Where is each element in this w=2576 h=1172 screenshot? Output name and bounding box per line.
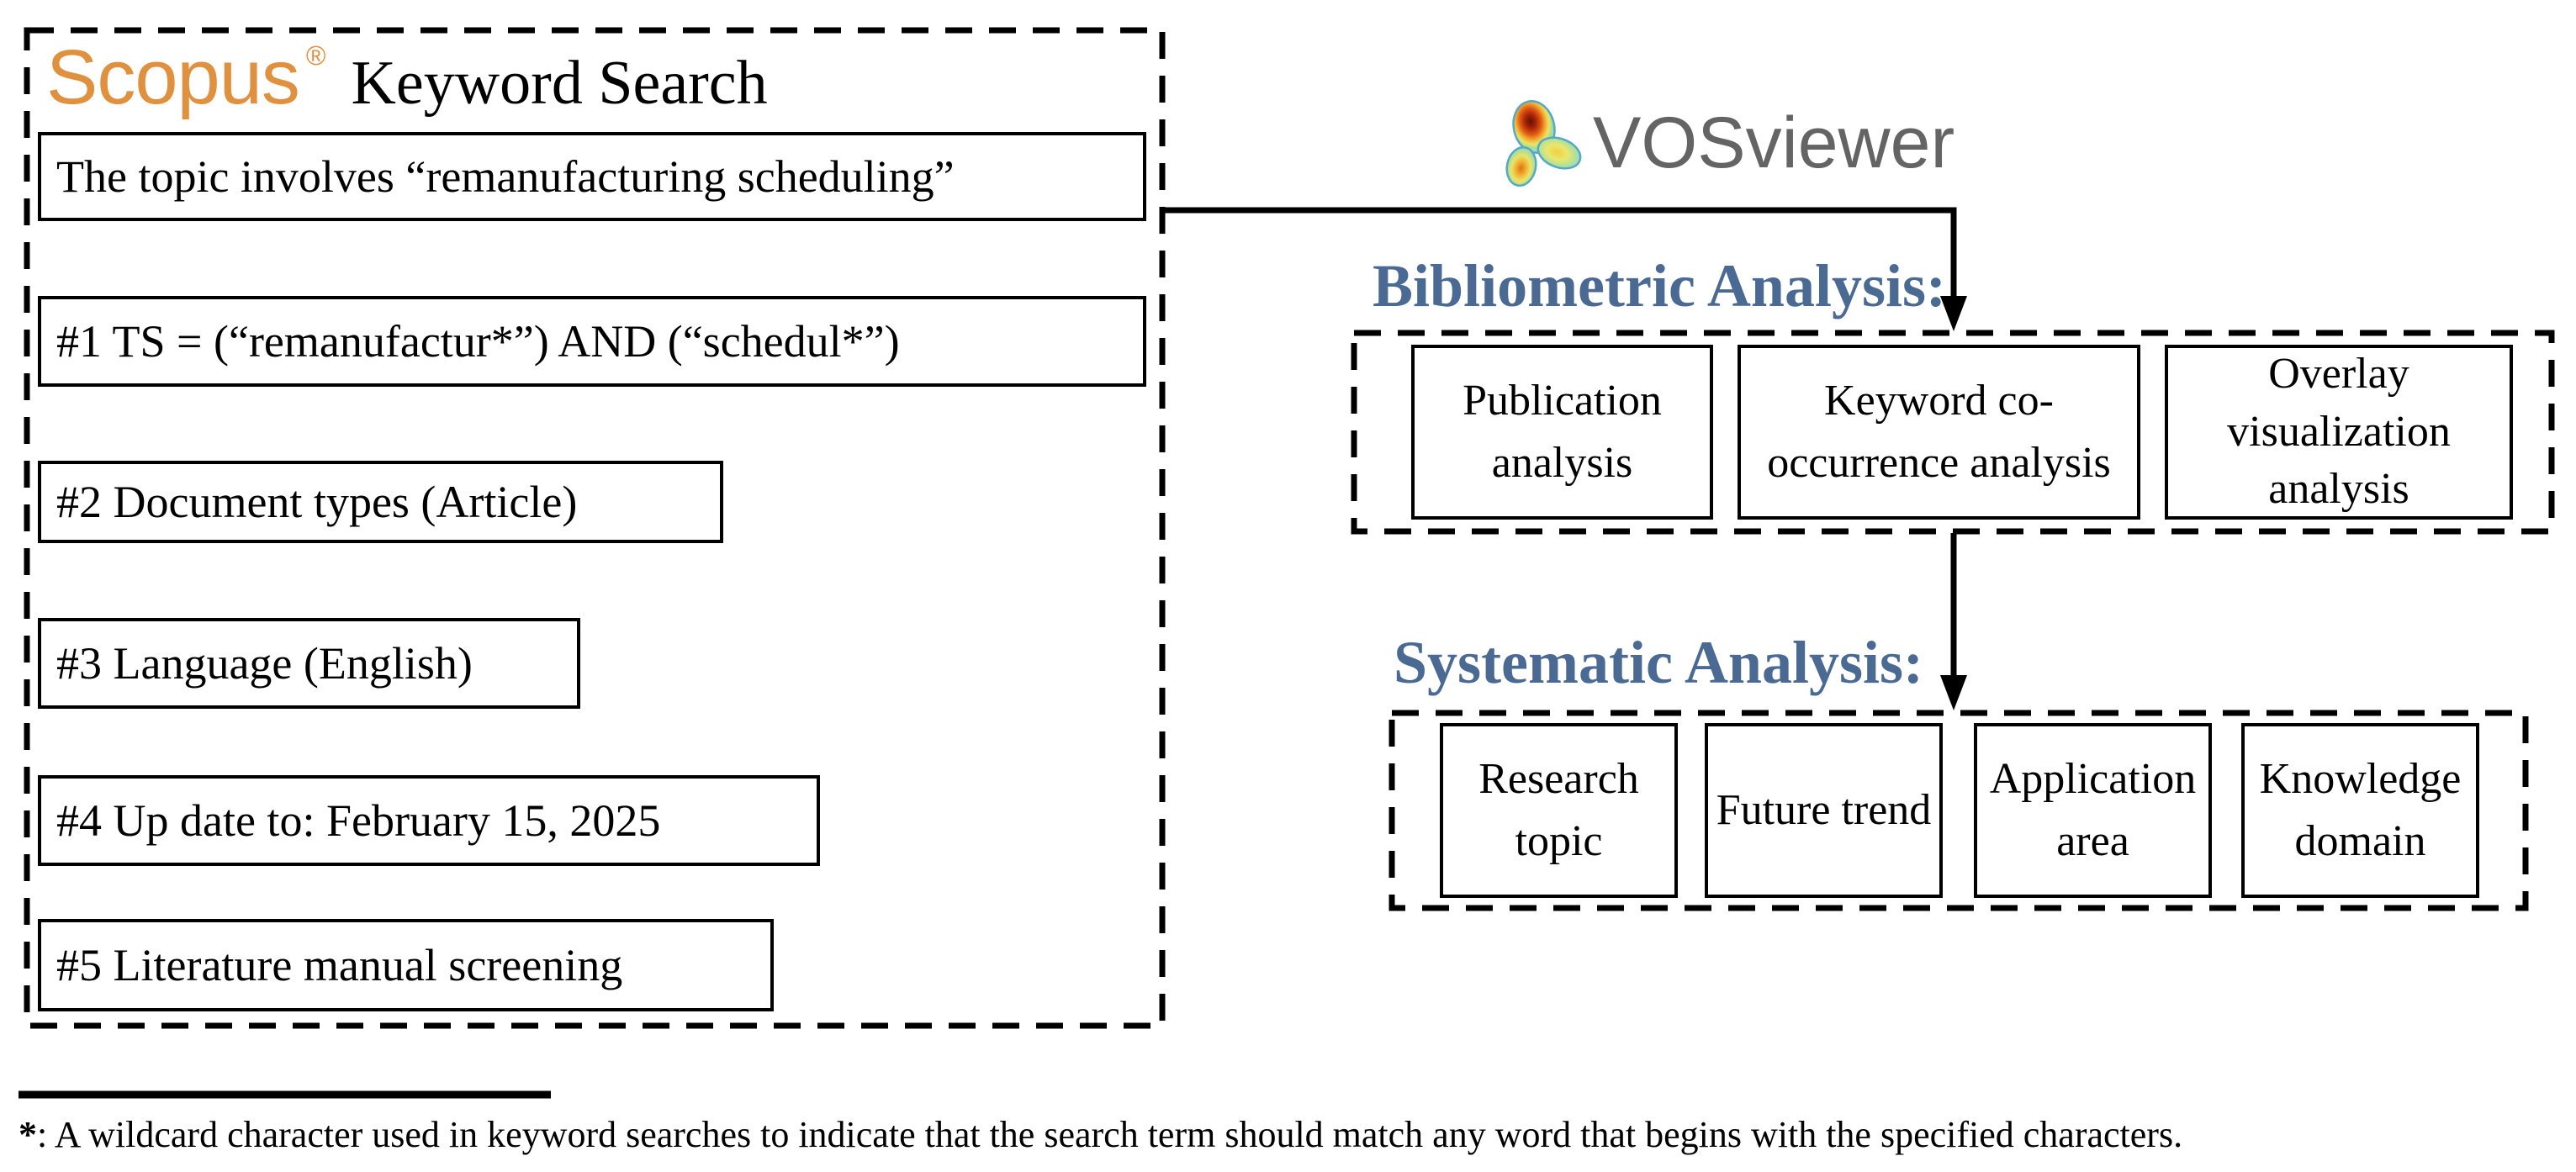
application-area-label: Application area <box>1989 755 2197 865</box>
language-label: #3 Language (English) <box>56 638 473 689</box>
arrow-search-to-bibliometric <box>1165 207 1957 299</box>
research-topic-box: Research topic <box>1440 723 1678 898</box>
keyword-cooccurrence-box: Keyword co-occurrence analysis <box>1738 345 2140 520</box>
bibliometric-panel-dashed-border <box>1351 330 2555 535</box>
document-type-box: #2 Document types (Article) <box>38 461 723 543</box>
knowledge-domain-label: Knowledge domain <box>2259 755 2462 865</box>
scopus-panel-dashed-border <box>24 27 1166 1029</box>
overlay-visualization-label: Overlay visualization analysis <box>2227 350 2451 514</box>
bibliometric-heading: Bibliometric Analysis: <box>1373 252 1946 319</box>
scopus-logo: Scopus <box>46 34 300 120</box>
future-trend-box: Future trend <box>1705 723 1943 898</box>
research-topic-label: Research topic <box>1478 755 1639 865</box>
overlay-visualization-box: Overlay visualization analysis <box>2165 345 2513 520</box>
footnote-text: : A wildcard character used in keyword s… <box>37 1114 2183 1155</box>
arrow-bibliometric-to-systematic-head <box>1940 675 1967 710</box>
application-area-box: Application area <box>1974 723 2212 898</box>
date-box: #4 Up date to: February 15, 2025 <box>38 775 820 866</box>
systematic-panel-dashed-border <box>1389 710 2529 911</box>
search-query-label: #1 TS = (“remanufactur*”) AND (“schedul*… <box>56 316 900 367</box>
knowledge-domain-box: Knowledge domain <box>2241 723 2479 898</box>
arrow-search-to-bibliometric-head <box>1940 296 1967 331</box>
keyword-search-title: Keyword Search <box>351 49 768 118</box>
systematic-heading: Systematic Analysis: <box>1394 629 1923 696</box>
search-topic-label: The topic involves “remanufacturing sche… <box>56 151 955 202</box>
footnote: *: A wildcard character used in keyword … <box>19 1113 2182 1156</box>
screening-box: #5 Literature manual screening <box>38 919 774 1011</box>
scopus-title: Scopus® Keyword Search <box>46 34 768 122</box>
search-query-box: #1 TS = (“remanufactur*”) AND (“schedul*… <box>38 296 1146 387</box>
registered-mark-icon: ® <box>305 40 326 71</box>
future-trend-label: Future trend <box>1716 786 1932 835</box>
search-topic-box: The topic involves “remanufacturing sche… <box>38 132 1146 221</box>
document-type-label: #2 Document types (Article) <box>56 477 578 527</box>
date-label: #4 Up date to: February 15, 2025 <box>56 795 661 846</box>
language-box: #3 Language (English) <box>38 618 580 709</box>
publication-analysis-box: Publication analysis <box>1411 345 1713 520</box>
vosviewer-logo: VOSviewer <box>1502 98 1954 188</box>
vosviewer-label: VOSviewer <box>1593 102 1955 183</box>
vosviewer-heatmap-icon <box>1505 100 1582 187</box>
keyword-cooccurrence-label: Keyword co-occurrence analysis <box>1767 377 2111 487</box>
publication-analysis-label: Publication analysis <box>1463 377 1662 487</box>
screening-label: #5 Literature manual screening <box>56 940 623 990</box>
footnote-marker: * <box>19 1114 37 1155</box>
